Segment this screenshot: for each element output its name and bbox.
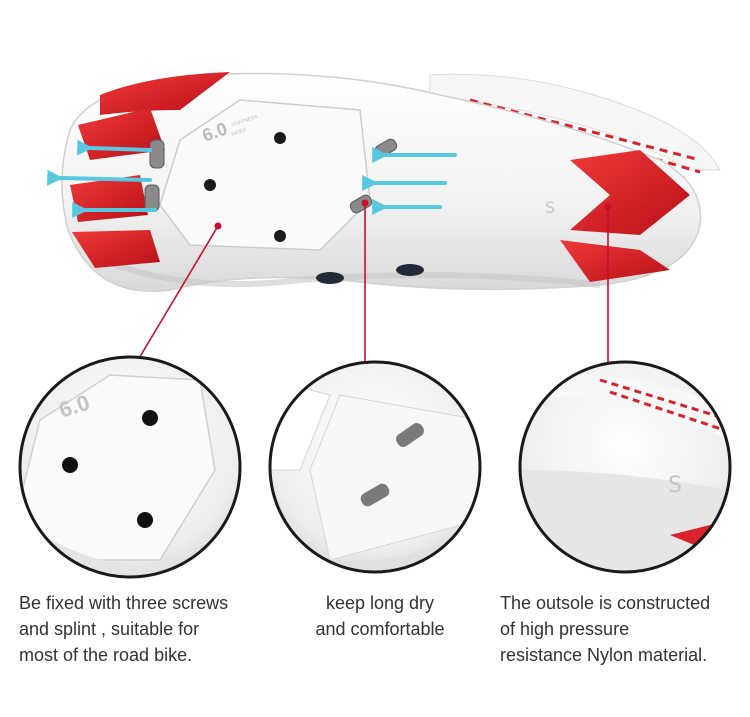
zoom-screw-hole-1: [142, 410, 158, 426]
cleat-plate: [159, 99, 371, 251]
caption-vents-line-1: keep long dry: [325, 593, 435, 613]
toe-red-block-3: [72, 230, 160, 268]
heel-red-chevron-2: [560, 240, 670, 282]
stiffness-label-2: INDEX: [231, 127, 248, 138]
sole-hole-1: [316, 272, 344, 284]
screw-hole-1: [274, 132, 286, 144]
caption-cleat-line-1: Be fixed with three screws: [19, 593, 229, 613]
zoom-screw-hole-2: [62, 457, 78, 473]
zoom-circle-cleat: 6.0: [18, 355, 242, 579]
shoe-sole: 6.0 STIFFNESS INDEX S: [47, 72, 721, 292]
caption-outsole-line-2: of high pressure: [500, 619, 630, 639]
caption-vents: keep long dry and comfortable: [300, 590, 460, 642]
screw-hole-3: [274, 230, 286, 242]
heel-red-top: [100, 72, 230, 115]
svg-text:S: S: [668, 473, 682, 498]
caption-cleat-line-2: and splint , suitable for: [19, 619, 200, 639]
sole-logo-icon: S: [545, 198, 555, 217]
sole-hole-2: [396, 264, 424, 276]
caption-cleat: Be fixed with three screws and splint , …: [19, 590, 228, 668]
vent-grilles: [144, 138, 398, 214]
caption-outsole-line-3: resistance Nylon material.: [500, 645, 708, 665]
caption-outsole-line-1: The outsole is constructed: [500, 593, 711, 613]
zoom-screw-hole-3: [137, 512, 153, 528]
zoom-circle-vents: [268, 360, 482, 574]
zoom-circle-outsole: S: [518, 360, 732, 574]
screw-hole-2: [204, 179, 216, 191]
heel-red-chevron-1: [570, 150, 690, 235]
caption-vents-line-2: and comfortable: [315, 619, 445, 639]
airflow-arrows: [47, 139, 457, 218]
caption-cleat-line-3: most of the road bike.: [19, 645, 193, 665]
caption-outsole: The outsole is constructed of high press…: [500, 590, 710, 668]
callout-lines: [137, 203, 609, 363]
